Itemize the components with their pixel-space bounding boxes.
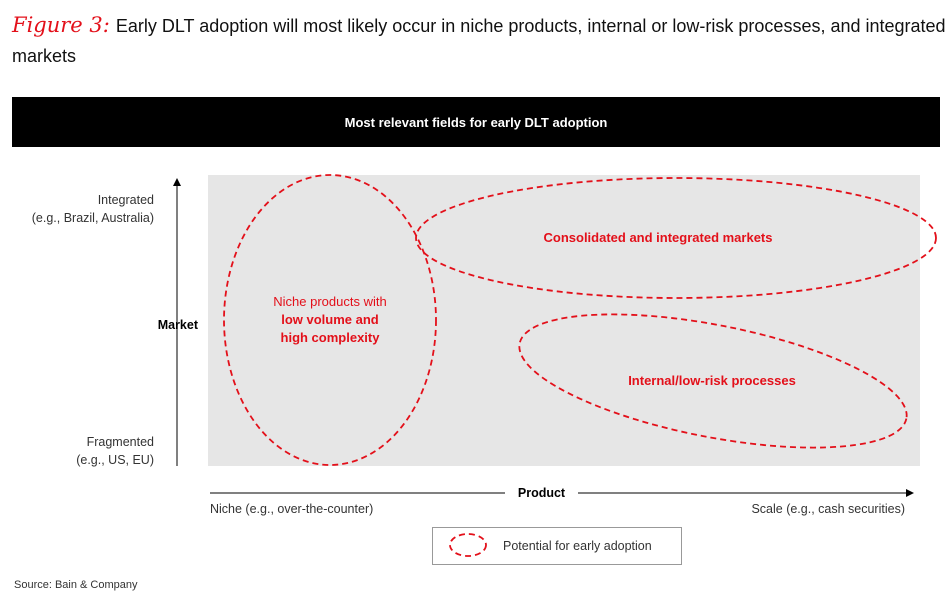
y-top-text: Integrated [97, 193, 154, 207]
x-right-label: Scale (e.g., cash securities) [751, 502, 905, 516]
y-axis-label: Market [157, 318, 198, 332]
figure-title-text: Early DLT adoption will most likely occu… [12, 16, 946, 66]
legend-label: Potential for early adoption [503, 539, 652, 553]
internal-region-label: Internal/low-risk processes [628, 373, 796, 388]
consolidated-region-label: Consolidated and integrated markets [543, 230, 773, 245]
niche-line-1: Niche products with [273, 294, 387, 309]
niche-ellipse [223, 174, 437, 466]
y-bottom-sub: (e.g., US, EU) [76, 453, 154, 467]
figure-label: Figure 3: [12, 13, 110, 37]
y-top-label: Integrated (e.g., Brazil, Australia) [0, 191, 154, 227]
niche-line-3: high complexity [280, 330, 380, 345]
legend: Potential for early adoption [432, 527, 682, 565]
internal-ellipse [518, 313, 908, 449]
legend-ellipse-icon [449, 533, 487, 557]
x-axis-label: Product [517, 486, 566, 500]
figure-title: Figure 3:Early DLT adoption will most li… [12, 10, 947, 71]
plot-panel [208, 175, 920, 466]
y-bottom-text: Fragmented [86, 435, 154, 449]
niche-line-2: low volume and [281, 312, 379, 327]
consolidated-ellipse [415, 177, 937, 299]
header-bar: Most relevant fields for early DLT adopt… [12, 97, 940, 147]
niche-region-label: Niche products with low volume and high … [230, 293, 430, 347]
x-left-label: Niche (e.g., over-the-counter) [210, 502, 374, 516]
source-note: Source: Bain & Company [14, 579, 138, 591]
y-top-sub: (e.g., Brazil, Australia) [31, 211, 154, 225]
y-bottom-label: Fragmented (e.g., US, EU) [0, 433, 154, 469]
